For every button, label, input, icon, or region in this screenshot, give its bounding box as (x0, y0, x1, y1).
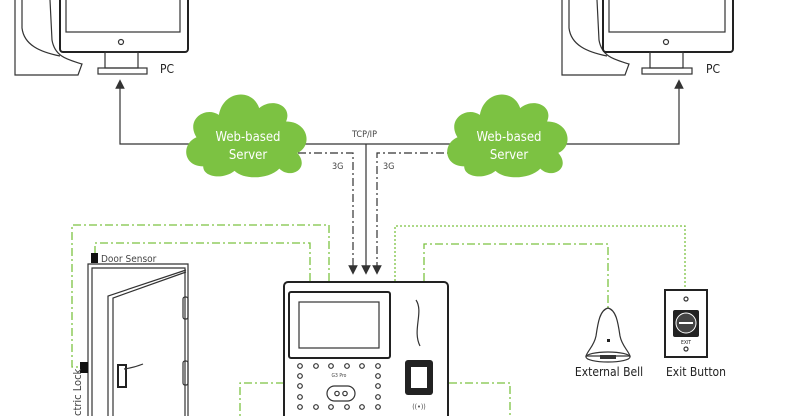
keypad-key (297, 363, 303, 369)
external-bell-label: External Bell (575, 365, 643, 379)
power-button-icon (662, 38, 670, 46)
bell-icon (585, 307, 631, 357)
device-display (298, 301, 380, 349)
device-display-bezel (288, 291, 391, 359)
keypad-key (375, 383, 381, 389)
monitor-stand (649, 51, 684, 69)
keypad-key (297, 373, 303, 379)
wire-bottom-left (239, 382, 284, 416)
wiring (71, 224, 686, 416)
keypad-key (375, 404, 381, 410)
hinge (182, 296, 189, 320)
keypad-key (313, 404, 319, 410)
line-to-left-pc (115, 79, 200, 145)
keypad-key (328, 363, 334, 369)
keypad-key (328, 404, 334, 410)
wire-external-bell (423, 243, 609, 308)
door-sensor-icon (91, 253, 98, 263)
3g-left-label: 3G (332, 162, 343, 172)
pc-label: PC (160, 62, 174, 76)
wire-door-sensor (94, 242, 311, 281)
g3-pro-terminal: G3 Pro ((•)) (283, 281, 449, 416)
web-server-right: Web-based Server (447, 94, 568, 178)
server-label: Web-based (477, 130, 542, 145)
electric-lock-icon (80, 362, 88, 373)
keypad-key (297, 404, 303, 410)
keypad-key (375, 373, 381, 379)
wire-electric-lock (71, 224, 330, 368)
door-sensor-label: Door Sensor (101, 254, 157, 265)
oval-button (326, 385, 356, 402)
hinge (182, 360, 189, 386)
pc-label: PC (706, 62, 720, 76)
pc-tower (561, 0, 630, 76)
monitor-stand (104, 51, 139, 69)
tcpip-label: TCP/IP (351, 130, 377, 140)
server-label: Server (490, 148, 529, 163)
network-lines: TCP/IP 3G 3G (115, 79, 684, 275)
server-label: Server (229, 148, 268, 163)
server-label: Web-based (216, 130, 281, 145)
keypad-key (297, 394, 303, 400)
monitor (59, 0, 189, 53)
door-leaf (107, 269, 187, 416)
wire-exit-button (394, 225, 686, 290)
pc-tower (14, 0, 83, 76)
electric-lock-label: ctric Lock (71, 368, 84, 416)
pc-left: PC (14, 0, 189, 76)
keypad-key (344, 363, 350, 369)
rfid-icon: ((•)) (412, 403, 426, 411)
camera-slot (415, 299, 421, 347)
keypad-key (344, 404, 350, 410)
3g-right-line (372, 152, 460, 275)
wire-bottom-right (449, 382, 511, 416)
exit-button-label: Exit Button (666, 365, 726, 379)
power-button-icon (117, 38, 125, 46)
keypad-key (359, 363, 365, 369)
3g-left-line (298, 152, 358, 275)
exit-button: EXIT Exit Button (664, 289, 726, 379)
external-bell: External Bell (575, 307, 643, 379)
keypad-key (313, 363, 319, 369)
keypad-key (297, 383, 303, 389)
web-server-left: Web-based Server (186, 94, 307, 178)
3g-right-label: 3G (383, 162, 394, 172)
door-handle-icon (117, 364, 127, 388)
monitor-screen (608, 0, 726, 33)
exit-text: EXIT (681, 340, 691, 346)
device-model-label: G3 Pro (332, 373, 347, 379)
monitor-screen (65, 0, 181, 33)
keypad-key (375, 394, 381, 400)
keypad-key (375, 363, 381, 369)
keypad (297, 363, 381, 410)
keypad-key (359, 404, 365, 410)
pc-right: PC (561, 0, 734, 76)
line-to-right-pc (555, 79, 684, 145)
door: Door Sensor ctric Lock (71, 253, 189, 416)
